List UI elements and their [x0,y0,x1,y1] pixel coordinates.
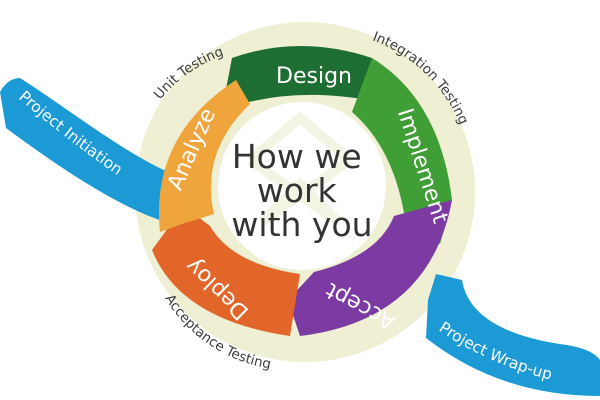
phase-segment-design[interactable] [222,46,396,110]
center-watermark-icon [246,111,354,227]
center-line-3: with you [231,205,372,244]
center-title: How we work with you [231,137,372,244]
project-initiation-arrow-shape [0,78,182,222]
phase-segments [152,46,452,336]
inner-disc [218,102,386,270]
center-line-2: work [257,171,338,210]
project-wrapup-arrow-shape [426,274,600,396]
center-line-1: How we [232,137,362,176]
project-wrapup-arrow: Project Wrap-up [426,274,600,396]
phase-segment-analyze[interactable] [158,80,250,232]
phase-segment-accept[interactable] [288,200,452,336]
phase-segment-implement[interactable] [352,58,452,244]
phase-segment-deploy[interactable] [152,206,300,336]
phase-label-design: Design [276,64,352,89]
